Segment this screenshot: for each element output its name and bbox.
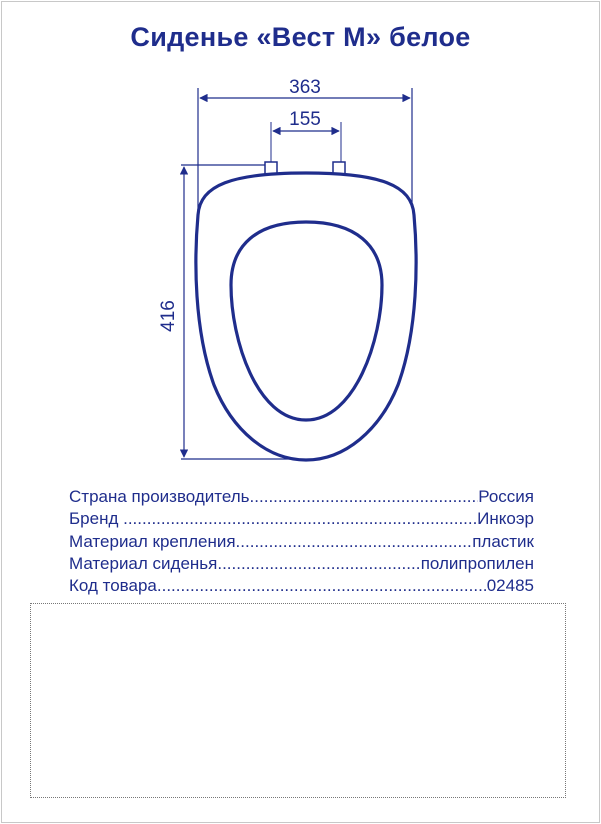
spec-value: 02485 xyxy=(486,576,534,596)
hinge-distance-label: 155 xyxy=(289,109,321,130)
spec-row: Бренд Инкоэр xyxy=(69,508,534,530)
spec-value: пластик xyxy=(472,531,534,551)
spec-label: Материал крепления xyxy=(69,531,236,551)
seat-outer-outline xyxy=(194,171,418,462)
width-label: 363 xyxy=(289,77,321,98)
empty-dotted-box xyxy=(30,603,566,798)
spec-list: Страна производительРоссия Бренд Инкоэр … xyxy=(69,486,534,597)
spec-label: Страна производитель xyxy=(69,487,250,506)
spec-value: Инкоэр xyxy=(477,509,534,529)
spec-label: Бренд xyxy=(69,509,124,529)
spec-row: Материал сиденья полипропилен xyxy=(69,553,534,575)
spec-value: полипропилен xyxy=(420,553,534,573)
spec-row: Страна производитель Россия xyxy=(69,486,534,508)
seat-inner-outline xyxy=(229,220,384,422)
spec-label: Код товара xyxy=(69,576,157,596)
spec-row: Материал крепления пластик xyxy=(69,531,534,553)
spec-label: Материал сиденья xyxy=(69,553,218,573)
spec-value: Россия xyxy=(478,487,534,506)
hinge-left xyxy=(264,161,278,175)
page-title: Сиденье «Вест М» белое xyxy=(130,22,471,52)
spec-row: Код товара 02485 xyxy=(69,575,534,597)
length-label: 416 xyxy=(158,300,179,332)
